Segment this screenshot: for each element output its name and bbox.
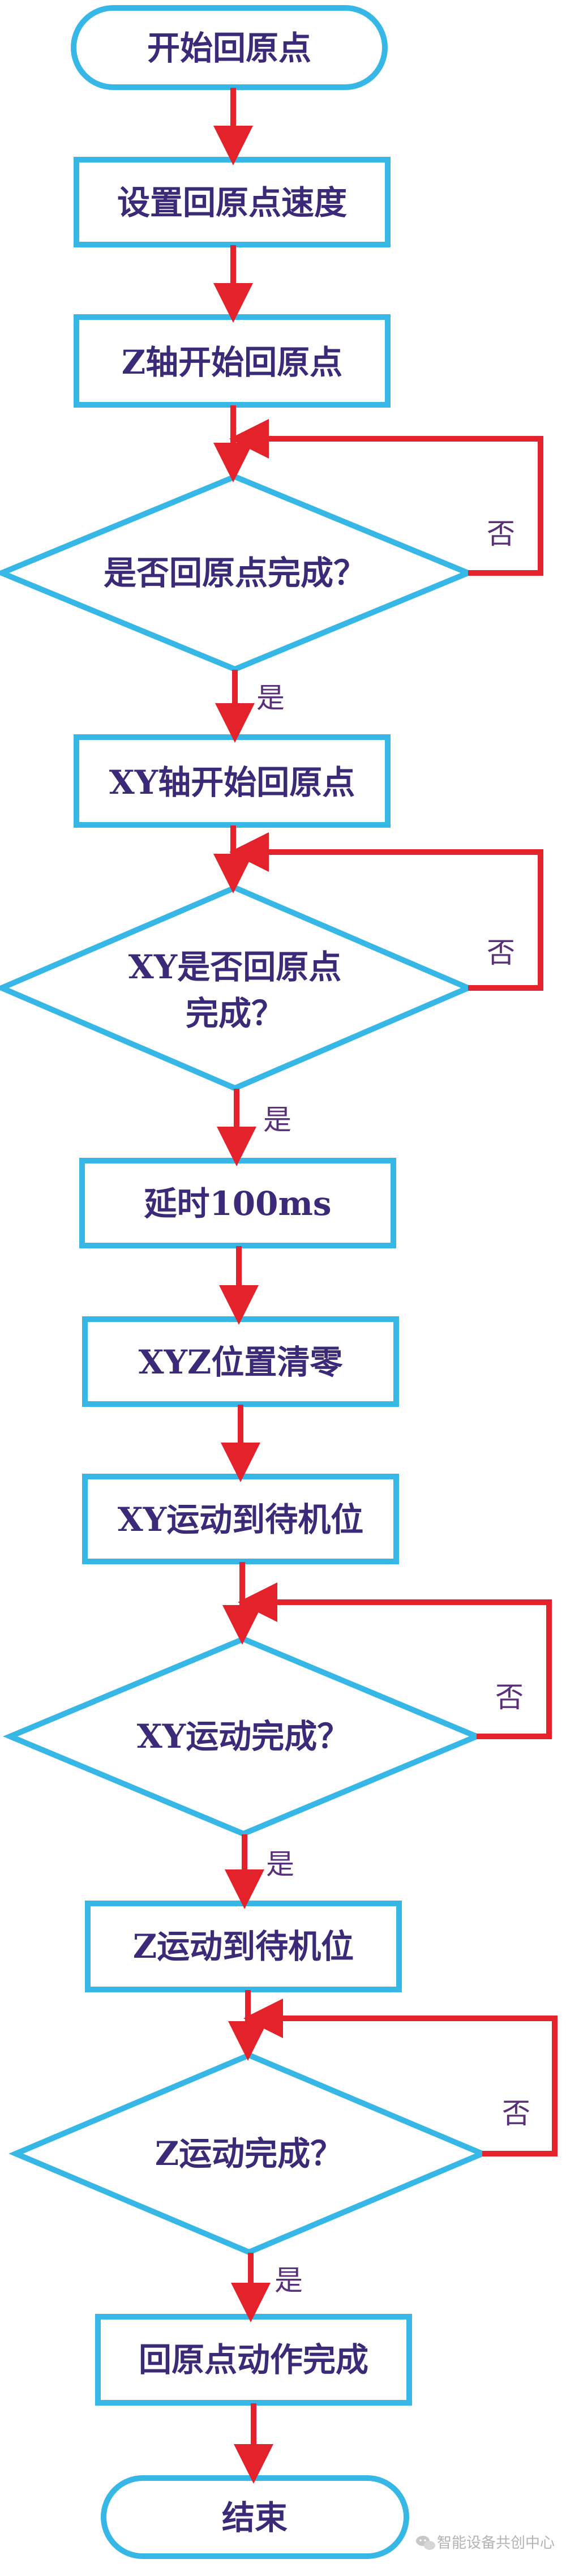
xy-home-done-label-line1: XY是否回原点 — [128, 948, 341, 986]
delay-label: 延时100ms — [144, 1184, 331, 1223]
xy-home-done-decision — [0, 884, 475, 1092]
arrow-decision4-no-loop — [243, 1999, 558, 2156]
z-move-done-decision — [8, 2052, 490, 2256]
delay-box — [79, 1158, 396, 1248]
edge-label-no-2: 否 — [487, 936, 515, 969]
watermark: 智能设备共创中心 — [416, 2535, 555, 2552]
home-done-decision — [0, 473, 476, 673]
z-move-done-label: Z运动完成？ — [155, 2134, 343, 2173]
set-speed-box — [74, 157, 391, 247]
xyz-zero-label: XYZ位置清零 — [139, 1343, 344, 1381]
edge-label-no-3: 否 — [495, 1681, 524, 1714]
xy-home-label: XY轴开始回原点 — [109, 763, 355, 802]
arrow-decision1-no-loop — [229, 419, 543, 576]
xy-move-box — [82, 1474, 399, 1564]
wechat-icon — [416, 2536, 435, 2550]
xy-move-label: XY运动到待机位 — [118, 1500, 363, 1539]
z-move-box — [85, 1901, 402, 1992]
edge-label-yes-4: 是 — [275, 2264, 303, 2297]
xy-move-done-label: XY运动完成？ — [137, 1717, 350, 1756]
end-label: 结束 — [222, 2498, 288, 2537]
arrow-decision2-no-loop — [229, 832, 543, 991]
xyz-zero-box — [82, 1316, 399, 1407]
finish-action-label: 回原点动作完成 — [139, 2340, 368, 2379]
edge-label-yes-1: 是 — [256, 682, 285, 714]
edge-label-no-4: 否 — [502, 2097, 530, 2130]
xy-move-done-decision — [3, 1636, 484, 1837]
z-home-label: Z轴开始回原点 — [122, 343, 342, 382]
arrow-decision3-no-loop — [238, 1582, 552, 1739]
set-speed-label: 设置回原点速度 — [117, 183, 347, 222]
start-terminator — [71, 5, 388, 90]
xy-home-done-label-line2: 完成？ — [186, 994, 284, 1033]
edge-label-no-1: 否 — [487, 517, 515, 550]
home-done-label: 是否回原点完成？ — [104, 554, 366, 592]
edge-label-yes-2: 是 — [263, 1103, 291, 1136]
z-move-label: Z运动到待机位 — [133, 1927, 354, 1966]
watermark-text: 智能设备共创中心 — [437, 2535, 555, 2552]
start-label: 开始回原点 — [147, 29, 311, 67]
edge-label-yes-3: 是 — [266, 1848, 294, 1881]
